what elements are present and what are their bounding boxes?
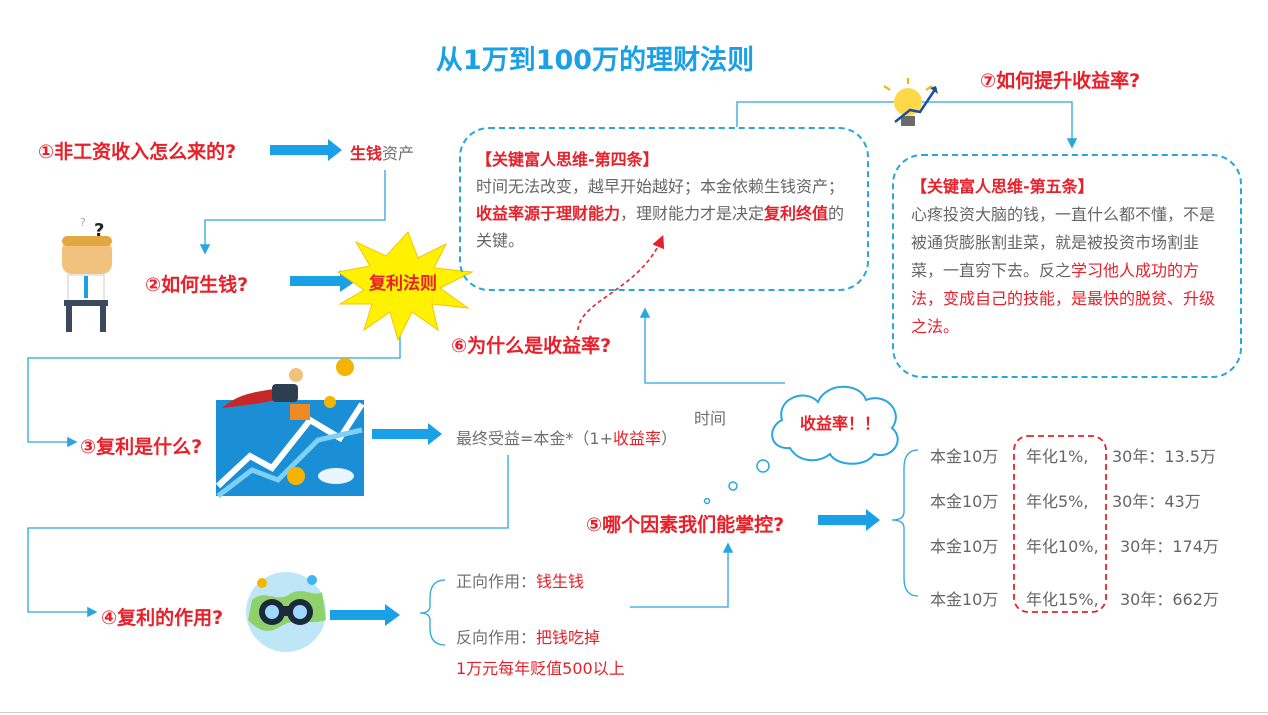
- rate-row-rate: 年化15%,: [1026, 590, 1099, 609]
- rate-row-rate: 年化5%,: [1026, 492, 1089, 511]
- rich-thinking-5-text: 【关键富人思维-第五条】 心疼投资大脑的钱，一直什么都不懂，不是被通货膨胀割韭菜…: [911, 173, 1223, 341]
- page-title: 从1万到100万的理财法则: [435, 45, 755, 76]
- globe-binoculars-icon: [246, 572, 326, 652]
- q3-label: ③复利是什么?: [80, 436, 203, 458]
- q5-label: ⑤哪个因素我们能掌控?: [586, 514, 785, 536]
- rate-row-rate: 年化1%,: [1026, 447, 1089, 466]
- q1-answer-grey: 资产: [382, 144, 415, 163]
- q1-answer-red: 生钱: [350, 144, 383, 163]
- confused-person-icon: ? ?: [62, 216, 112, 332]
- box4-t1: 时间无法改变，越早开始越好；本金依赖生钱资产；: [476, 177, 845, 196]
- neg-value: 把钱吃掉: [536, 628, 601, 647]
- rate-row-principal: 本金10万: [930, 590, 999, 609]
- footer-divider: [0, 712, 1268, 713]
- svg-text:?: ?: [80, 216, 86, 229]
- rate-row-rate: 年化10%,: [1026, 537, 1099, 556]
- formula-pre: 最终受益=本金*（1+: [456, 429, 613, 448]
- q4-label: ④复利的作用?: [101, 607, 224, 629]
- q1-answer: 生钱资产: [350, 140, 414, 164]
- rich-thinking-4-text: 【关键富人思维-第四条】 时间无法改变，越早开始越好；本金依赖生钱资产； 收益率源…: [476, 146, 856, 254]
- compound-interest-burst: 复利法则: [369, 274, 437, 294]
- formula-exponent: 时间: [694, 409, 727, 428]
- box4-heading: 【关键富人思维-第四条】: [476, 150, 659, 169]
- rate-row-result: 30年：43万: [1112, 492, 1201, 511]
- rate-row-result: 30年：13.5万: [1112, 447, 1216, 466]
- box4-t4: 复利终值: [764, 204, 829, 223]
- cloud-yield-label: 收益率！！: [800, 414, 881, 433]
- box4-t5: 的关键。: [476, 204, 845, 250]
- box5-heading: 【关键富人思维-第五条】: [911, 177, 1094, 196]
- pos-value: 钱生钱: [536, 572, 585, 591]
- q1-label: ①非工资收入怎么来的?: [38, 141, 237, 163]
- pos-label: 正向作用：: [456, 572, 537, 591]
- rate-row-result: 30年：174万: [1120, 537, 1219, 556]
- lightbulb-icon: [883, 78, 938, 126]
- rate-row-principal: 本金10万: [930, 447, 999, 466]
- q2-label: ②如何生钱?: [145, 274, 249, 296]
- compound-formula: 最终受益=本金*（1+收益率）: [456, 425, 677, 449]
- formula-post: ）: [661, 429, 678, 448]
- box4-t3: ，理财能力才是决定: [620, 204, 765, 223]
- q6-label: ⑥为什么是收益率?: [451, 335, 612, 357]
- rate-row-result: 30年：662万: [1120, 590, 1219, 609]
- negative-effect: 反向作用：把钱吃掉: [456, 624, 600, 648]
- box5-t1: 心疼投资大脑的钱，一直什么都不懂，不是被通货膨胀割韭菜，就是被投资市场割韭菜，一…: [911, 205, 1216, 280]
- depreciation-note: 1万元每年贬值500以上: [456, 659, 625, 678]
- rate-row-principal: 本金10万: [930, 537, 999, 556]
- positive-effect: 正向作用：钱生钱: [456, 568, 584, 592]
- neg-label: 反向作用：: [456, 628, 537, 647]
- growth-chart-icon: [215, 358, 365, 498]
- formula-rate: 收益率: [613, 429, 662, 448]
- svg-text:?: ?: [94, 220, 104, 241]
- box5-t2: 学习他人成功的方法，变成自己的技能，是最快的脱贫、升级之法。: [911, 261, 1216, 336]
- q7-label: ⑦如何提升收益率?: [980, 70, 1141, 92]
- box4-t2: 收益率源于理财能力: [476, 204, 621, 223]
- rich-thinking-5-box: [892, 154, 1242, 378]
- rich-thinking-4-box: [459, 127, 869, 291]
- rate-row-principal: 本金10万: [930, 492, 999, 511]
